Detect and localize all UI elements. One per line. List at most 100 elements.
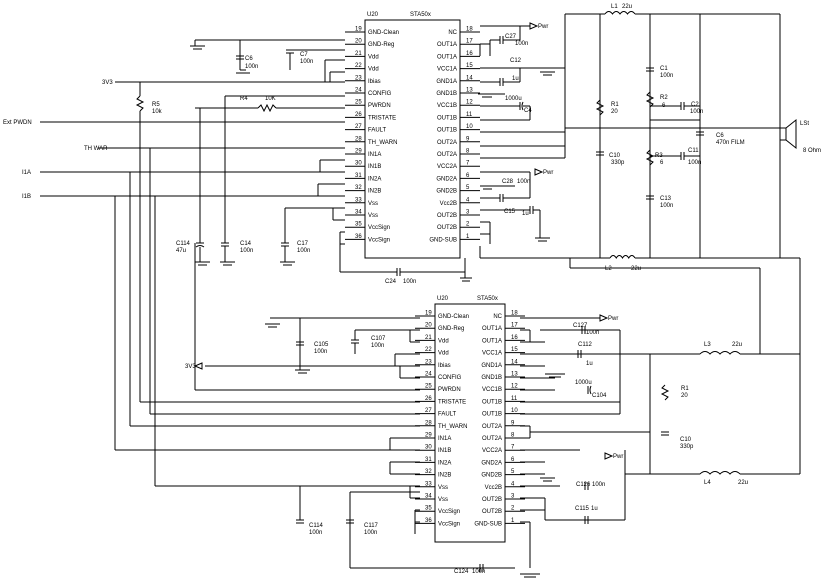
- speaker-icon: [779, 118, 797, 150]
- capacitor-c27: [499, 26, 521, 44]
- ic-part: STA50x: [410, 12, 431, 18]
- pin-number: 20: [355, 39, 362, 45]
- right-pins: 18NC17OUT1A16OUT1A15VCC1A14GND1A13GND1B1…: [429, 27, 480, 243]
- pin-label: VccSign: [438, 521, 460, 527]
- ground-icon: [190, 40, 205, 50]
- pin-label: Vss: [438, 485, 448, 491]
- ground-icon: [295, 369, 310, 374]
- pin-label: Vdd: [438, 338, 449, 344]
- ref-c13: C13: [660, 196, 672, 202]
- pin-label: FAULT: [368, 128, 387, 134]
- pin-number: 25: [355, 100, 362, 106]
- pin-label: OUT2B: [437, 225, 457, 231]
- pin-number: 33: [355, 197, 362, 203]
- ground-icon: [280, 261, 295, 266]
- pin-number: 1: [466, 234, 470, 240]
- pin-label: Vdd: [438, 351, 449, 357]
- pin-number: 7: [466, 161, 470, 167]
- pin-number: 7: [511, 445, 515, 451]
- ic-body: [364, 19, 461, 259]
- pin-number: 22: [355, 63, 362, 69]
- pin-number: 34: [425, 494, 432, 500]
- pin-label: GND-Reg: [438, 326, 464, 332]
- arrow-icon: [534, 168, 544, 176]
- pin-label: VccSign: [368, 237, 390, 243]
- capacitor-c7: [286, 49, 294, 70]
- pin-number: 36: [425, 518, 432, 524]
- pin-number: 28: [425, 420, 432, 426]
- pin-label: IN1B: [368, 164, 381, 170]
- pin-label: GND1A: [481, 363, 502, 369]
- pin-number: 10: [511, 408, 518, 414]
- pin-number: 6: [466, 173, 470, 179]
- pin-label: OUT2A: [437, 140, 457, 146]
- pin-number: 19: [355, 27, 362, 33]
- pin-number: 32: [425, 469, 432, 475]
- pin-number: 29: [425, 433, 432, 439]
- val-c112: 1u: [586, 361, 593, 367]
- arrow-icon: [193, 362, 203, 370]
- pin-label: VCC1B: [482, 387, 502, 393]
- pin-number: 36: [355, 234, 362, 240]
- pin-label: GND1A: [436, 79, 457, 85]
- pin-label: GND2A: [481, 460, 502, 466]
- pin-label: OUT1B: [482, 412, 502, 418]
- ref-c117: C117: [364, 523, 379, 529]
- pin-label: Vss: [368, 201, 378, 207]
- pin-number: 12: [466, 100, 473, 106]
- pin-number: 21: [355, 51, 362, 57]
- pin-label: TH_WARN: [368, 140, 397, 146]
- ref-speaker: LSt: [800, 121, 809, 127]
- pin-number: 25: [425, 384, 432, 390]
- ground-icon: [460, 277, 472, 282]
- ref-c124: C124: [454, 569, 469, 575]
- pin-label: IN1A: [438, 436, 451, 442]
- ic-part: STA50x: [477, 296, 498, 302]
- arrow-icon: [599, 314, 609, 322]
- pin-label: IN2B: [368, 189, 381, 195]
- pin-label: TH_WARN: [438, 424, 467, 430]
- pin-label: VCC1B: [437, 103, 457, 109]
- val-l4: 22u: [738, 480, 748, 486]
- ground-icon: [535, 237, 550, 242]
- val-l1: 22u: [622, 4, 632, 10]
- capacitor-c115: [584, 516, 589, 524]
- pin-label: OUT1A: [482, 326, 502, 332]
- ground-icon: [220, 261, 235, 266]
- pin-number: 24: [425, 372, 432, 378]
- power-arrows: [193, 22, 614, 460]
- pin-number: 9: [466, 136, 470, 142]
- pin-number: 18: [466, 27, 473, 33]
- capacitor-c124: [479, 564, 484, 572]
- pin-label: IN2A: [368, 176, 381, 182]
- ic-body: [434, 303, 506, 543]
- pin-label: Vdd: [368, 54, 379, 60]
- pin-label: GND-SUB: [429, 237, 457, 243]
- resistor-r3: [645, 149, 655, 166]
- ref-c24: C24: [385, 279, 397, 285]
- left-pins: 19GND-Clean20GND-Reg21Vdd22Vdd23Ibias24C…: [345, 27, 399, 243]
- pin-number: 16: [466, 51, 473, 57]
- val-c28: 100n: [517, 179, 530, 185]
- val-c6-film: 470n FILM: [716, 140, 745, 146]
- pin-label: VCC2A: [437, 164, 457, 170]
- net-i1b: I1B: [22, 194, 31, 200]
- ground-icon: [540, 71, 555, 76]
- ref-c17: C17: [297, 241, 309, 247]
- ic-ref: U20: [437, 296, 449, 302]
- inductor-l4: [699, 471, 741, 475]
- ref-c7: C7: [300, 52, 308, 58]
- pin-number: 35: [355, 222, 362, 228]
- pin-label: VCC1A: [482, 351, 502, 357]
- capacitor-c12: [499, 68, 521, 86]
- pin-number: 27: [355, 124, 362, 130]
- pin-label: NC: [493, 314, 502, 320]
- pin-label: CONFIG: [368, 91, 392, 97]
- ref-c114-b: C114: [309, 523, 324, 529]
- capacitor-c17: [281, 242, 289, 262]
- chip-u20-bottom: U20 STA50x 19GND-Clean20GND-Reg21Vdd22Vd…: [415, 296, 525, 543]
- pin-label: IN1A: [368, 152, 381, 158]
- val-r2: 6: [662, 103, 666, 109]
- ref-c126: C126: [576, 482, 591, 488]
